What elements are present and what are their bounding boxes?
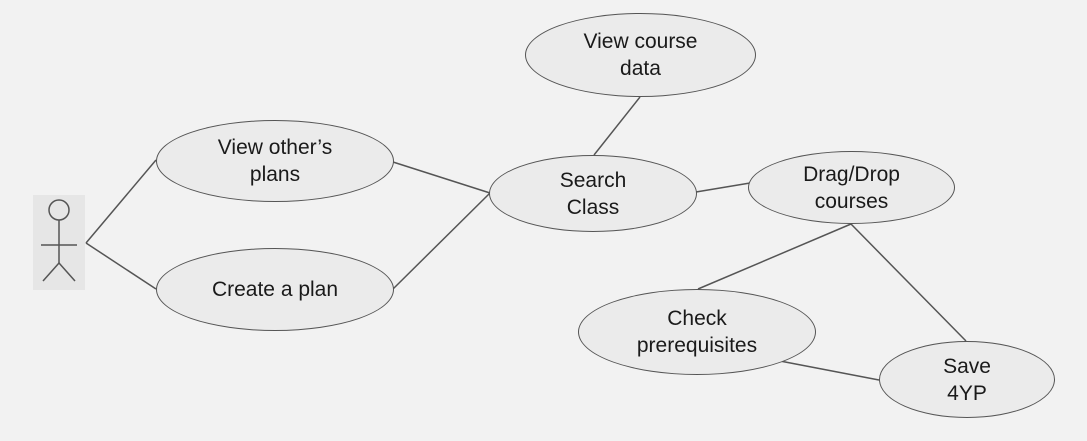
connector-search-class-view-course-data <box>593 96 641 156</box>
use-case-label: Search Class <box>559 168 627 219</box>
use-case-label: View other’s plans <box>217 136 333 186</box>
use-case-check-prerequisites: Check prerequisites <box>578 289 816 375</box>
connector-drag-drop-save-4yp <box>850 223 967 342</box>
connector-actor-create-plan <box>85 242 157 290</box>
connector-search-class-drag-drop <box>695 182 751 193</box>
use-case-label: Save 4YP <box>943 354 991 405</box>
use-case-save-4yp: Save 4YP <box>879 341 1055 418</box>
use-case-label: Drag/Drop courses <box>803 162 900 213</box>
use-case-label: Create a plan <box>211 278 339 301</box>
actor <box>33 195 85 290</box>
use-case-search-class: Search Class <box>489 155 697 232</box>
use-case-drag-drop-courses: Drag/Drop courses <box>748 151 955 224</box>
stick-figure-actor-icon <box>41 199 77 282</box>
use-case-label: Check prerequisites <box>636 307 758 357</box>
connector-create-plan-search-class <box>392 192 491 290</box>
use-case-view-course-data: View course data <box>525 13 756 97</box>
use-case-create-plan: Create a plan <box>156 248 394 331</box>
connector-drag-drop-check-prereq <box>697 223 852 290</box>
use-case-view-others-plans: View other’s plans <box>156 120 394 202</box>
connector-view-others-plans-search-class <box>392 161 491 194</box>
use-case-label: View course data <box>583 30 698 80</box>
connector-check-prereq-save-4yp <box>779 360 880 381</box>
connector-actor-view-others-plans <box>85 159 157 244</box>
